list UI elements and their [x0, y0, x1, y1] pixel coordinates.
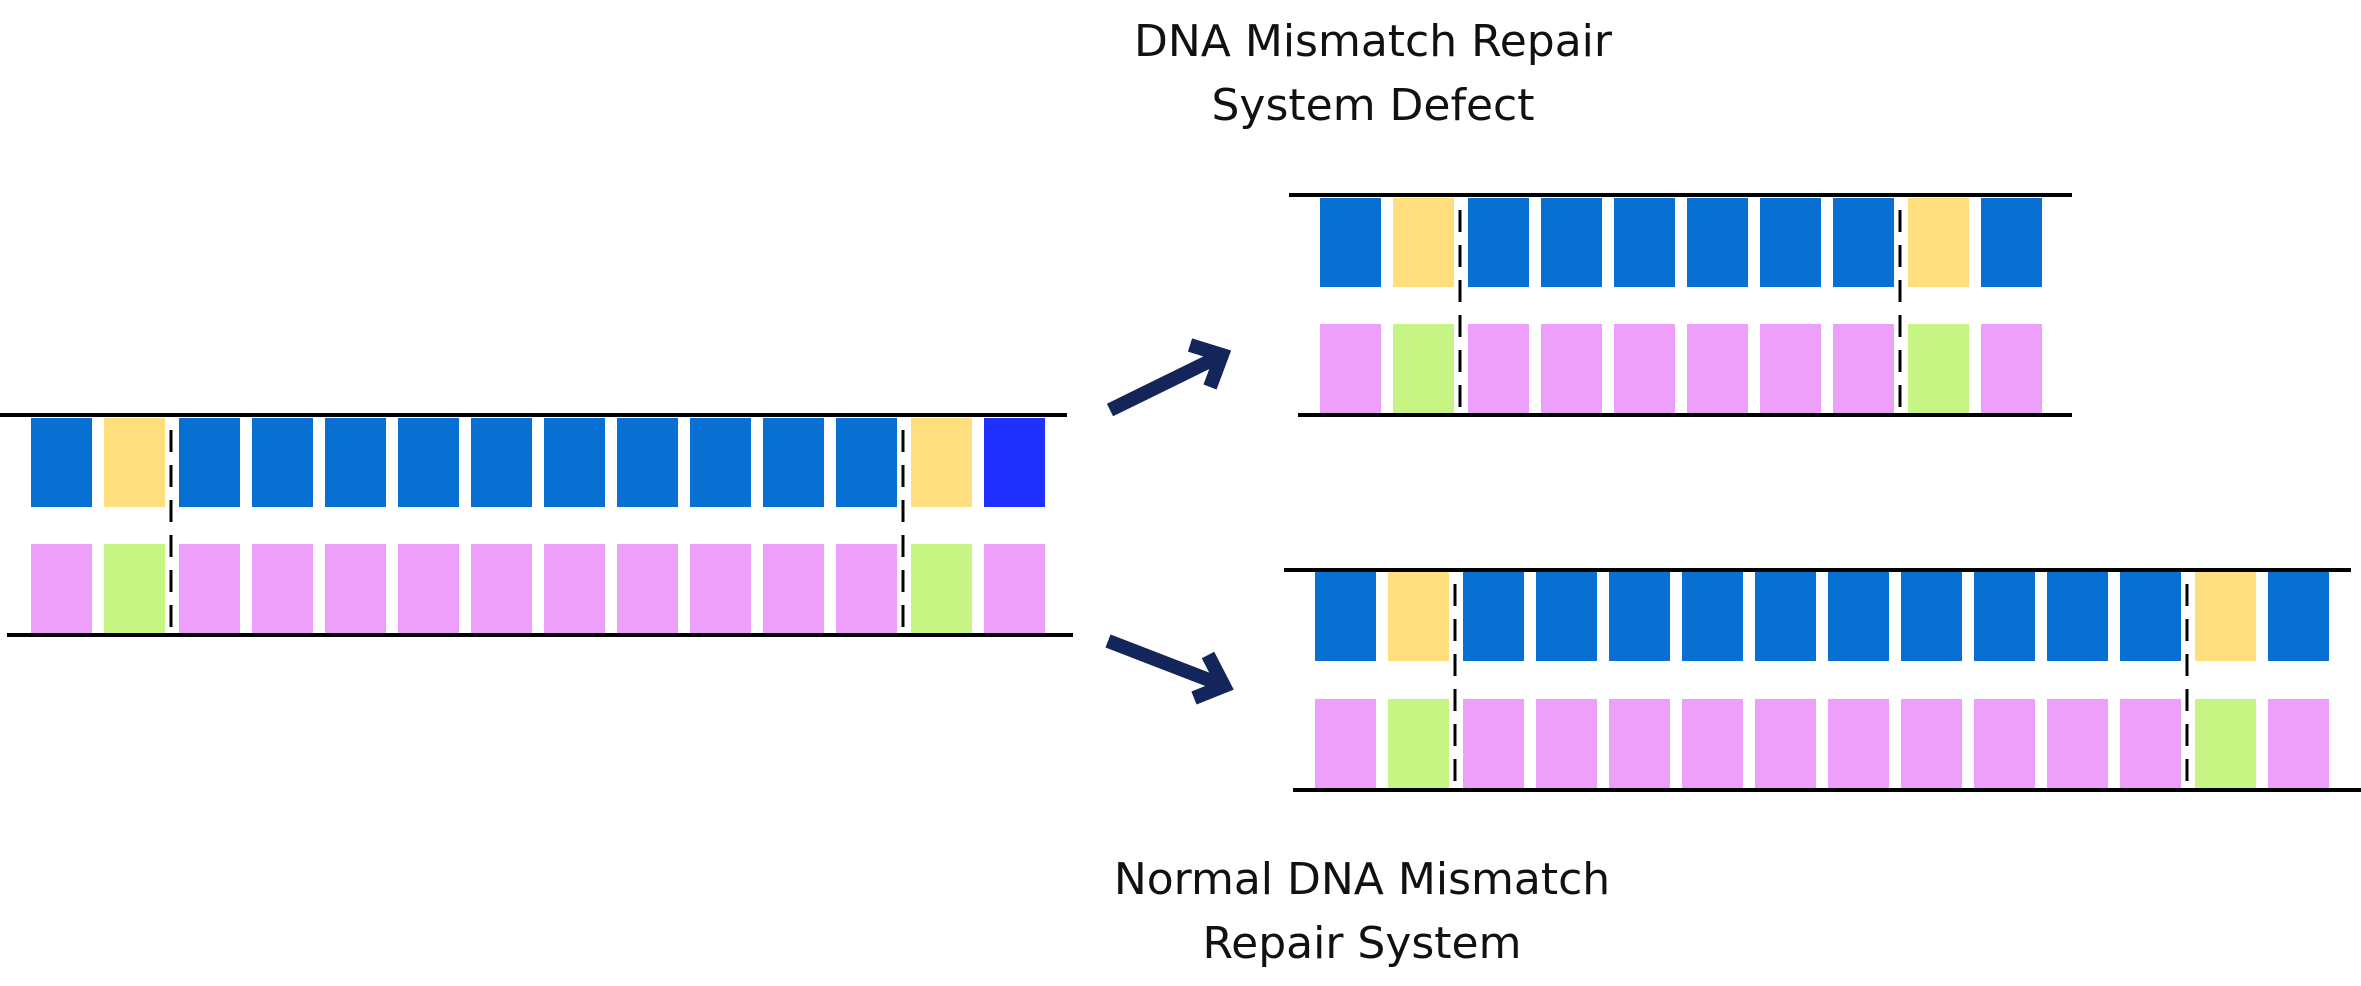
base-top — [1901, 572, 1962, 661]
base-bottom — [325, 544, 386, 633]
base-top — [1755, 572, 1816, 661]
base-bottom — [398, 544, 459, 633]
label-repair-defect: DNA Mismatch Repair System Defect — [1073, 10, 1673, 138]
base-top — [1974, 572, 2035, 661]
base-top — [1609, 572, 1670, 661]
base-bottom — [1687, 324, 1748, 413]
base-bottom — [1468, 324, 1529, 413]
normal-strand — [1284, 568, 2361, 792]
base-top — [471, 418, 532, 507]
base-mismatch-bottom — [911, 544, 972, 633]
base-bottom — [617, 544, 678, 633]
arrow-to-normal — [1105, 634, 1234, 705]
base-bottom — [544, 544, 605, 633]
base-top — [617, 418, 678, 507]
base-mismatch-bottom — [1908, 324, 1969, 413]
base-bottom — [2047, 699, 2108, 788]
base-top — [1541, 198, 1602, 287]
base-bottom — [1682, 699, 1743, 788]
base-bottom — [1536, 699, 1597, 788]
base-top — [1687, 198, 1748, 287]
base-bottom — [1901, 699, 1962, 788]
base-mismatch-top — [2195, 572, 2256, 661]
base-mismatch-top — [1388, 572, 1449, 661]
base-bottom — [1614, 324, 1675, 413]
base-top — [690, 418, 751, 507]
base-top — [2120, 572, 2181, 661]
base-bottom — [836, 544, 897, 633]
base-bottom — [1320, 324, 1381, 413]
arrow-up-right-icon — [1106, 350, 1222, 417]
base-error — [984, 418, 1045, 507]
base-bottom — [252, 544, 313, 633]
base-top — [1536, 572, 1597, 661]
base-bottom — [1981, 324, 2042, 413]
base-bottom — [690, 544, 751, 633]
base-bottom — [1974, 699, 2035, 788]
base-mismatch-top — [911, 418, 972, 507]
base-bottom — [179, 544, 240, 633]
original-strand — [0, 413, 1073, 637]
base-bottom — [2120, 699, 2181, 788]
base-bottom — [1833, 324, 1894, 413]
base-top — [2268, 572, 2329, 661]
base-top — [1463, 572, 1524, 661]
base-bottom — [1828, 699, 1889, 788]
base-bottom — [1463, 699, 1524, 788]
base-mismatch-bottom — [1388, 699, 1449, 788]
base-top — [763, 418, 824, 507]
arrowhead-icon — [1191, 651, 1234, 705]
base-top — [1833, 198, 1894, 287]
base-mismatch-bottom — [2195, 699, 2256, 788]
base-top — [179, 418, 240, 507]
base-top — [544, 418, 605, 507]
base-mismatch-top — [1393, 198, 1454, 287]
arrow-to-defect — [1106, 338, 1232, 417]
arrow-down-right-icon — [1105, 634, 1225, 692]
base-mismatch-bottom — [1393, 324, 1454, 413]
base-bottom — [1609, 699, 1670, 788]
base-bottom — [31, 544, 92, 633]
base-bottom — [984, 544, 1045, 633]
base-top — [1614, 198, 1675, 287]
arrowhead-icon — [1187, 338, 1232, 390]
base-top — [1828, 572, 1889, 661]
base-mismatch-bottom — [104, 544, 165, 633]
base-bottom — [763, 544, 824, 633]
base-top — [836, 418, 897, 507]
base-top — [1682, 572, 1743, 661]
base-top — [325, 418, 386, 507]
base-top — [2047, 572, 2108, 661]
base-top — [1981, 198, 2042, 287]
base-top — [1468, 198, 1529, 287]
base-top — [398, 418, 459, 507]
base-bottom — [2268, 699, 2329, 788]
label-defect-line1: DNA Mismatch Repair — [1133, 16, 1612, 67]
base-top — [1760, 198, 1821, 287]
defect-strand — [1289, 193, 2072, 417]
base-bottom — [471, 544, 532, 633]
base-top — [31, 418, 92, 507]
base-bottom — [1541, 324, 1602, 413]
base-top — [252, 418, 313, 507]
label-normal-repair: Normal DNA Mismatch Repair System — [1062, 848, 1662, 976]
label-defect-line2: System Defect — [1211, 80, 1535, 131]
base-top — [1315, 572, 1376, 661]
base-bottom — [1315, 699, 1376, 788]
base-mismatch-top — [1908, 198, 1969, 287]
base-bottom — [1755, 699, 1816, 788]
label-normal-line2: Repair System — [1202, 918, 1522, 969]
label-normal-line1: Normal DNA Mismatch — [1113, 854, 1611, 905]
base-bottom — [1760, 324, 1821, 413]
base-mismatch-top — [104, 418, 165, 507]
base-top — [1320, 198, 1381, 287]
